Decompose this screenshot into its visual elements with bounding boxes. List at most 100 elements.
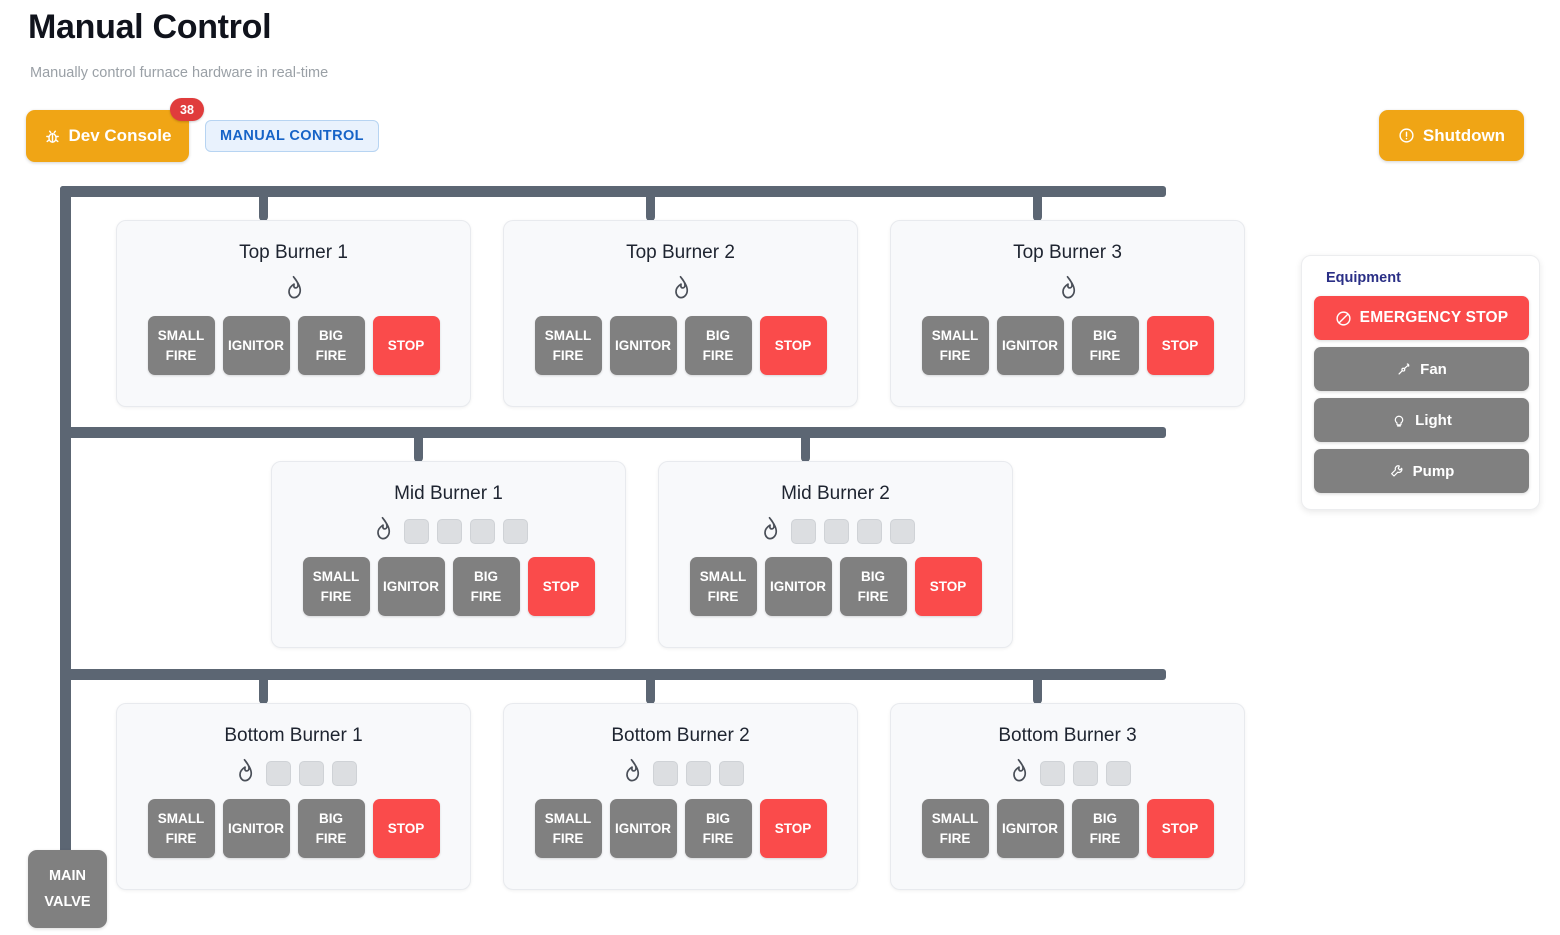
small-fire-label-line2: FIRE xyxy=(552,830,584,846)
stop-button[interactable]: STOP xyxy=(1146,316,1214,375)
ignitor-button[interactable]: IGNITOR xyxy=(377,557,445,616)
big-fire-label-line1: BIG xyxy=(705,328,730,344)
stop-button[interactable]: STOP xyxy=(527,557,595,616)
small-fire-label-line1: SMALL xyxy=(931,328,979,344)
ignitor-button[interactable]: IGNITOR xyxy=(764,557,832,616)
flame-icon xyxy=(756,514,783,548)
big-fire-label-line1: BIG xyxy=(860,569,885,585)
mode-chip-manual-control[interactable]: MANUAL CONTROL xyxy=(205,120,379,152)
burner-indicator xyxy=(824,518,849,544)
burner-title: Mid Burner 2 xyxy=(781,483,890,504)
burner-status-row xyxy=(231,758,357,787)
big-fire-button[interactable]: BIG FIRE xyxy=(297,316,365,375)
burner-status-row xyxy=(618,758,744,787)
page-subtitle: Manually control furnace hardware in rea… xyxy=(30,65,329,81)
equipment-button-light[interactable]: Light xyxy=(1314,398,1529,442)
small-fire-button[interactable]: SMALL FIRE xyxy=(921,316,989,375)
shutdown-button[interactable]: Shutdown xyxy=(1379,110,1524,161)
equipment-button-fan[interactable]: Fan xyxy=(1314,347,1529,391)
pipe-drop-top-3 xyxy=(1033,195,1042,221)
ignitor-button[interactable]: IGNITOR xyxy=(609,799,677,858)
big-fire-label-line2: FIRE xyxy=(1089,830,1121,846)
equipment-button-label: Light xyxy=(1415,411,1452,429)
pipe-row-bottom-header xyxy=(60,669,1166,680)
small-fire-label-line2: FIRE xyxy=(707,588,739,604)
burner-title: Mid Burner 1 xyxy=(394,483,503,504)
main-valve-button[interactable]: MAIN VALVE xyxy=(28,850,107,928)
ignitor-button[interactable]: IGNITOR xyxy=(222,316,290,375)
stop-button[interactable]: STOP xyxy=(372,316,440,375)
shutdown-label: Shutdown xyxy=(1422,125,1506,145)
dev-console-label: Dev Console xyxy=(68,126,172,145)
burner-title: Bottom Burner 2 xyxy=(611,725,750,746)
stop-label: STOP xyxy=(1161,337,1199,353)
equipment-button-emergency-stop[interactable]: EMERGENCY STOP xyxy=(1314,296,1529,340)
small-fire-label-line2: FIRE xyxy=(165,347,197,363)
ignitor-button[interactable]: IGNITOR xyxy=(609,316,677,375)
burner-indicator xyxy=(1039,760,1065,786)
pipe-row-mid-header xyxy=(60,427,1166,438)
burner-title: Top Burner 1 xyxy=(239,242,348,263)
dev-console-button[interactable]: Dev Console xyxy=(26,110,189,162)
ignitor-label: IGNITOR xyxy=(228,337,285,353)
alert-circle-icon xyxy=(1398,127,1415,144)
pipe-drop-mid-1 xyxy=(414,436,423,462)
big-fire-label-line2: FIRE xyxy=(857,588,889,604)
fan-icon xyxy=(1396,361,1412,377)
burner-indicator xyxy=(890,518,915,544)
equipment-button-pump[interactable]: Pump xyxy=(1314,449,1529,493)
big-fire-label-line2: FIRE xyxy=(315,347,347,363)
stop-label: STOP xyxy=(774,820,812,836)
big-fire-label-line1: BIG xyxy=(473,569,498,585)
ignitor-button[interactable]: IGNITOR xyxy=(996,799,1064,858)
wrench-icon xyxy=(1389,463,1405,479)
stop-button[interactable]: STOP xyxy=(914,557,982,616)
stop-button[interactable]: STOP xyxy=(759,799,827,858)
burner-title: Top Burner 3 xyxy=(1013,242,1122,263)
small-fire-label-line1: SMALL xyxy=(312,569,360,585)
stop-button[interactable]: STOP xyxy=(1146,799,1214,858)
burner-indicator xyxy=(718,760,744,786)
big-fire-label-line1: BIG xyxy=(318,328,343,344)
ignitor-label: IGNITOR xyxy=(1002,337,1059,353)
burner-indicator xyxy=(652,760,678,786)
small-fire-label-line2: FIRE xyxy=(939,347,971,363)
stop-button[interactable]: STOP xyxy=(759,316,827,375)
big-fire-button[interactable]: BIG FIRE xyxy=(839,557,907,616)
ignitor-button[interactable]: IGNITOR xyxy=(222,799,290,858)
dev-console-badge: 38 xyxy=(170,98,204,121)
ignitor-button[interactable]: IGNITOR xyxy=(996,316,1064,375)
pipe-drop-bottom-1 xyxy=(259,678,268,704)
stop-label: STOP xyxy=(387,820,425,836)
burner-title: Bottom Burner 3 xyxy=(998,725,1137,746)
no-entry-icon xyxy=(1335,310,1352,327)
burner-status-row xyxy=(667,275,694,304)
stop-button[interactable]: STOP xyxy=(372,799,440,858)
pipe-drop-bottom-2 xyxy=(646,678,655,704)
small-fire-button[interactable]: SMALL FIRE xyxy=(534,799,602,858)
burner-indicator xyxy=(331,760,357,786)
small-fire-label-line1: SMALL xyxy=(544,811,592,827)
